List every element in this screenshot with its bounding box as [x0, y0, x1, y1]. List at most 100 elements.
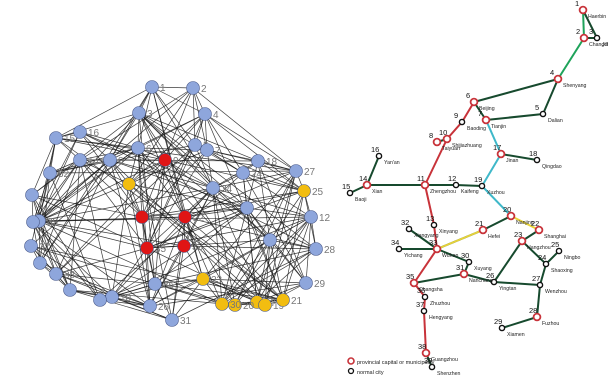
city-marker: [506, 211, 516, 221]
railway-line: [542, 78, 559, 115]
city-id-label: 25: [551, 240, 559, 249]
network-node: [73, 153, 87, 167]
network-node: [145, 80, 159, 94]
city-marker: [478, 225, 488, 235]
city-id-label: 8: [429, 131, 433, 140]
city-name-label: Ningbo: [564, 255, 581, 261]
city-marker: [553, 74, 563, 84]
network-edge: [138, 112, 259, 162]
city-marker: [555, 247, 563, 255]
network-node-label: 39: [47, 217, 59, 228]
network-edge: [138, 112, 156, 285]
city-name-label: Nanjing: [516, 220, 534, 226]
network-node-label: 26: [158, 302, 170, 313]
network-edge: [31, 194, 101, 301]
network-edge: [171, 278, 204, 321]
network-edge: [164, 113, 206, 161]
city-marker: [517, 236, 527, 246]
network-node: [215, 297, 229, 311]
network-edge: [31, 112, 140, 196]
railway-lines: [349, 9, 598, 368]
city-name-label: Guangzhou: [431, 357, 458, 363]
network-edge: [99, 172, 244, 301]
network-edge: [109, 159, 248, 209]
city-name-label: Baoding: [467, 126, 486, 132]
network-edge: [49, 147, 139, 174]
city-name-label: Wuhan: [442, 253, 458, 259]
city-name-label: Xiangyang: [414, 233, 439, 239]
network-edge: [38, 220, 71, 291]
network-node: [236, 166, 250, 180]
network-edge: [141, 87, 194, 218]
network-edge: [154, 283, 223, 305]
legend-normal-marker: [347, 367, 355, 375]
network-node-label: 3: [147, 109, 153, 120]
network-edge: [79, 159, 148, 249]
network-edge: [212, 187, 312, 218]
city-marker: [578, 5, 588, 15]
network-edge: [264, 239, 271, 306]
network-edge: [79, 159, 113, 298]
network-node: [49, 267, 63, 281]
network-edge: [149, 216, 186, 307]
network-edge: [183, 245, 317, 250]
network-edge: [257, 160, 271, 241]
network-edge: [204, 113, 305, 192]
city-marker: [593, 34, 601, 42]
city-id-label: 14: [359, 174, 367, 183]
network-node: [93, 293, 107, 307]
network-edge: [246, 207, 312, 218]
city-marker: [498, 324, 506, 332]
network-edge: [31, 194, 148, 249]
network-node: [135, 210, 149, 224]
network-edge: [154, 248, 317, 285]
city-id-label: 39: [424, 356, 432, 365]
city-id-label: 30: [461, 251, 469, 260]
city-marker: [405, 225, 413, 233]
network-edge: [282, 190, 305, 301]
network-edge: [146, 113, 206, 249]
network-node: [196, 272, 210, 286]
network-node-label: 18: [266, 157, 278, 168]
city-id-label: 19: [474, 175, 482, 184]
network-edge: [256, 170, 297, 303]
city-marker: [430, 221, 438, 229]
map-legend: provincial capital or municipalitynormal…: [347, 357, 435, 376]
city-marker: [428, 363, 436, 371]
network-node: [304, 210, 318, 224]
city-marker: [362, 180, 372, 190]
city-id-label: 17: [493, 143, 501, 152]
network-edge: [221, 170, 297, 305]
city-marker: [579, 33, 589, 43]
network-node-label: 30: [230, 300, 242, 311]
network-node: [148, 277, 162, 291]
network-node: [143, 299, 157, 313]
network-node: [165, 313, 179, 327]
network-node: [251, 154, 265, 168]
network-node: [140, 241, 154, 255]
network-node-label: 33: [192, 242, 204, 253]
network-edge: [154, 207, 248, 285]
network-edge: [246, 207, 284, 301]
network-node-label: 38: [64, 270, 76, 281]
city-id-label: 6: [466, 91, 470, 100]
city-name-label: Shenzhen: [437, 371, 460, 377]
city-marker: [421, 293, 429, 301]
network-edge: [171, 245, 185, 321]
network-node-label: 13: [150, 213, 162, 224]
railway-line: [493, 281, 541, 329]
city-name-label: Nanchang: [469, 278, 493, 284]
network-edge: [234, 239, 271, 306]
network-edge: [141, 207, 248, 218]
network-edge: [183, 187, 214, 247]
network-node: [198, 107, 212, 121]
network-edge: [164, 159, 214, 189]
city-id-label: 5: [535, 103, 539, 112]
network-edge: [38, 220, 57, 275]
railway-line: [349, 184, 426, 194]
city-name-label: Hefei: [488, 234, 500, 240]
network-edge: [146, 239, 271, 249]
network-edge: [128, 183, 258, 303]
network-node: [103, 153, 117, 167]
railway-line: [481, 119, 512, 217]
